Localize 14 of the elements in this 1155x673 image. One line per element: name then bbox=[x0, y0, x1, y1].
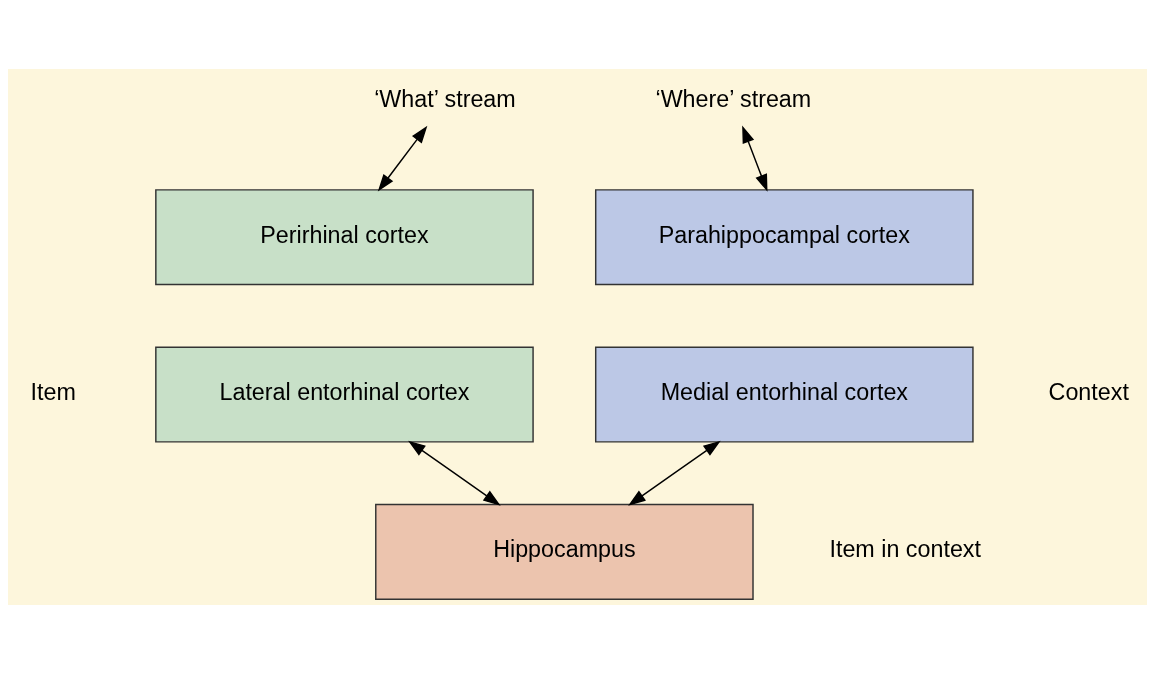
arrow bbox=[377, 125, 428, 192]
node-box: Hippocampus bbox=[375, 503, 754, 600]
label: Context bbox=[1048, 378, 1129, 405]
node-box: Parahippocampal cortex bbox=[595, 188, 974, 285]
node-box: Perirhinal cortex bbox=[155, 188, 534, 285]
node-text: ‘Where’ stream bbox=[655, 85, 812, 112]
label: Item in context bbox=[829, 535, 981, 562]
arrow bbox=[408, 440, 501, 506]
label: Item bbox=[30, 378, 76, 405]
arrow bbox=[628, 440, 721, 506]
arrow bbox=[742, 125, 768, 192]
node-box: Lateral entorhinal cortex bbox=[155, 345, 534, 443]
node-text: ‘What’ stream bbox=[374, 85, 516, 112]
node-box: Medial entorhinal cortex bbox=[595, 345, 974, 443]
